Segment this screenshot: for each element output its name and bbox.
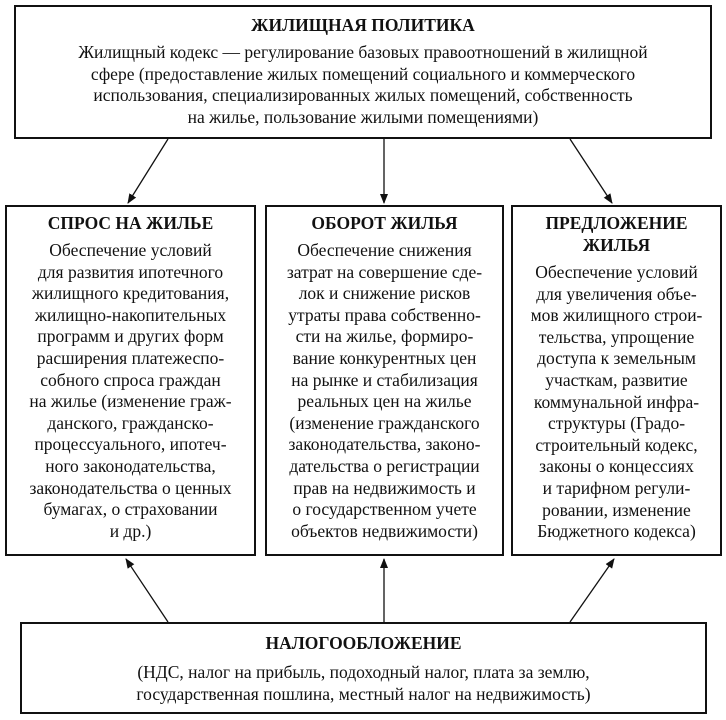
text-line: программ и других форм xyxy=(37,326,224,347)
text-line: мов жилищного строи- xyxy=(530,305,703,326)
text-line: (НДС, налог на прибыль, подоходный налог… xyxy=(137,662,590,682)
text-line: реальных цен на жилье xyxy=(297,391,472,412)
housing-policy-title: ЖИЛИЩНАЯ ПОЛИТИКА xyxy=(251,15,475,35)
taxation-box: НАЛОГООБЛОЖЕНИЕ (НДС, налог на прибыль, … xyxy=(20,622,707,714)
text-line: Жилищный кодекс — регулирование базовых … xyxy=(78,42,648,62)
arrow-tax-to-supply xyxy=(569,558,615,623)
text-line: собного спроса граждан xyxy=(40,369,221,390)
text-line: доступа к земельным xyxy=(537,348,696,369)
text-line: Бюджетного кодекса) xyxy=(537,521,696,542)
text-line: ного законодательства, xyxy=(45,455,216,476)
text-line: законодательства, законо- xyxy=(288,434,481,455)
text-line: затрат на совершение сде- xyxy=(286,261,483,282)
text-line: о государственном учете xyxy=(292,499,477,520)
text-line: и тарифном регули- xyxy=(542,477,691,498)
text-line: жилищного кредитования, xyxy=(31,283,230,304)
text-line: сфере (предоставление жилых помещений со… xyxy=(90,63,636,84)
text-line: на жилье (изменение граж- xyxy=(29,391,232,412)
text-line: коммунальной инфра- xyxy=(533,391,700,412)
text-line: объектов недвижимости) xyxy=(291,520,478,541)
text-line: Обеспечение условий xyxy=(535,262,698,282)
text-line: ровании, изменение xyxy=(542,499,691,520)
text-line: Обеспечение снижения xyxy=(297,240,472,260)
text-line: для увеличения объе- xyxy=(536,283,697,304)
text-line: законы о концессиях xyxy=(539,456,694,477)
column-title: ОБОРОТ ЖИЛЬЯ xyxy=(311,213,458,233)
column-title: СПРОС НА ЖИЛЬЕ xyxy=(47,213,214,233)
text-line: жилищно-накопительных xyxy=(34,304,227,325)
text-line: (изменение гражданского xyxy=(289,412,480,433)
text-line: данского, гражданско- xyxy=(47,412,214,433)
text-line: вание конкурентных цен xyxy=(292,347,477,368)
arrow-policy-to-supply xyxy=(569,138,613,204)
text-line: участкам, развитие xyxy=(545,369,688,390)
text-line: сти на жилье, формиро- xyxy=(295,326,474,347)
text-line: тельства, упрощение xyxy=(538,326,695,347)
text-line: использования, специализированных жилых … xyxy=(93,85,633,106)
text-line: прав на недвижимость и xyxy=(293,477,476,498)
text-line: государственная пошлина, местный налог н… xyxy=(136,683,591,704)
column-title: ПРЕДЛОЖЕНИЕ xyxy=(545,213,688,233)
text-line: бумагах, о страховании xyxy=(43,499,218,520)
text-line: процессуального, ипотеч- xyxy=(34,434,227,455)
text-line: строительный кодекс, xyxy=(535,434,698,455)
housing-policy-box: ЖИЛИЩНАЯ ПОЛИТИКА Жилищный кодекс — регу… xyxy=(14,5,712,139)
text-line: дательства о регистрации xyxy=(289,455,480,476)
text-line: расширения платежеспо- xyxy=(36,347,225,368)
text-line: на жилье, пользование жилыми помещениями… xyxy=(187,106,539,127)
text-line: лок и снижение рисков xyxy=(298,283,471,304)
text-line: утраты права собственно- xyxy=(288,304,481,325)
taxation-title: НАЛОГООБЛОЖЕНИЕ xyxy=(265,633,462,653)
text-line: и др.) xyxy=(109,520,152,541)
text-line: структуры (Градо- xyxy=(547,413,686,434)
text-line: для развития ипотечного xyxy=(37,261,224,282)
arrow-tax-to-demand xyxy=(125,558,169,623)
column-title: ЖИЛЬЯ xyxy=(582,235,651,255)
text-line: законодательства о ценных xyxy=(29,477,232,498)
arrow-policy-to-demand xyxy=(127,138,169,204)
text-line: на рынке и стабилизация xyxy=(291,369,478,390)
text-line: Обеспечение условий xyxy=(49,240,212,260)
